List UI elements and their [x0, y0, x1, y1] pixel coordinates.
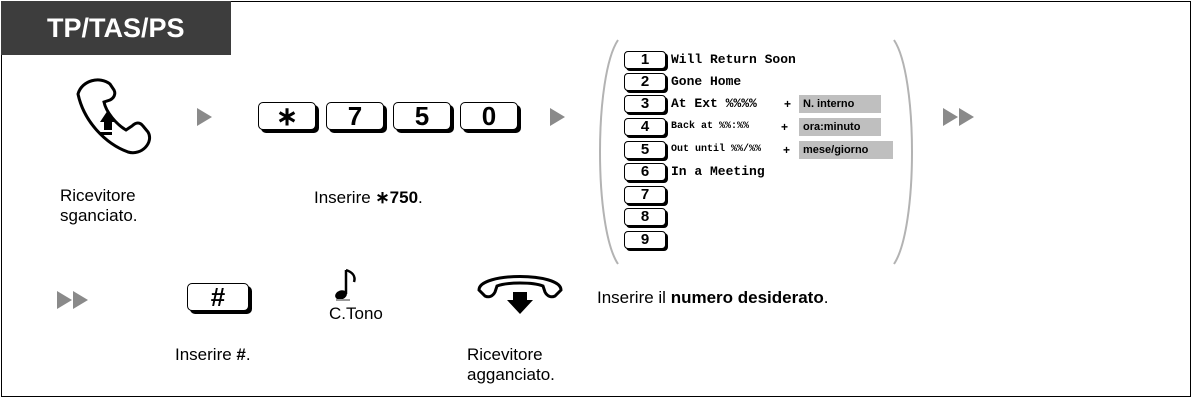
option-text-6: In a Meeting [671, 164, 765, 179]
option-text-5: Out until %%/%% [671, 144, 762, 155]
plus-sign: + [784, 97, 792, 111]
hash-code: # [236, 345, 246, 364]
option-text-1: Will Return Soon [671, 52, 796, 67]
continue-arrow-icon [943, 108, 983, 126]
on-hook-handset-icon [477, 275, 563, 314]
date-chip: mese/giorno [799, 141, 893, 159]
tone-caption: C.Tono [329, 304, 383, 323]
extension-chip: N. interno [799, 95, 881, 113]
option-key-4: 4 [624, 118, 666, 136]
option-key-2: 2 [624, 73, 666, 91]
digit-0-key: 0 [460, 102, 518, 130]
option-key-1: 1 [624, 51, 666, 69]
option-key-5: 5 [624, 141, 666, 159]
digit-5-key: 5 [393, 102, 451, 130]
confirmation-tone-note-icon [335, 268, 356, 301]
desired-number-label: numero desiderato [670, 288, 824, 307]
next-arrow-icon [550, 108, 565, 126]
hash-key: # [187, 283, 249, 311]
option-key-6: 6 [624, 163, 666, 181]
star-key: ∗ [258, 102, 316, 130]
next-arrow-icon [197, 108, 212, 126]
dial-code: ∗750 [375, 188, 419, 207]
dial-code-caption: Inserire ∗750. [314, 188, 423, 207]
off-hook-handset-icon [76, 78, 151, 155]
right-parenthesis-icon [893, 39, 913, 265]
hash-caption: Inserire #. [175, 345, 251, 364]
digit-7-key: 7 [326, 102, 384, 130]
option-text-3: At Ext %%%% [671, 96, 757, 111]
option-text-4: Back at %%:%% [671, 121, 750, 132]
desired-number-caption: Inserire il numero desiderato. [597, 288, 829, 307]
option-text-2: Gone Home [671, 74, 742, 89]
on-hook-caption: Ricevitore agganciato. [467, 345, 555, 384]
option-key-8: 8 [624, 208, 666, 226]
left-parenthesis-icon [599, 39, 619, 265]
option-key-9: 9 [624, 231, 666, 249]
plus-sign: + [781, 120, 789, 134]
time-chip: ora:minuto [799, 118, 881, 136]
option-key-3: 3 [624, 95, 666, 113]
plus-sign: + [783, 143, 791, 157]
continue-arrow-icon [57, 291, 97, 309]
option-key-7: 7 [624, 186, 666, 204]
off-hook-caption: Ricevitore sganciato. [60, 186, 138, 225]
device-type-tab: TP/TAS/PS [1, 1, 231, 55]
device-type-title: TP/TAS/PS [47, 13, 185, 43]
